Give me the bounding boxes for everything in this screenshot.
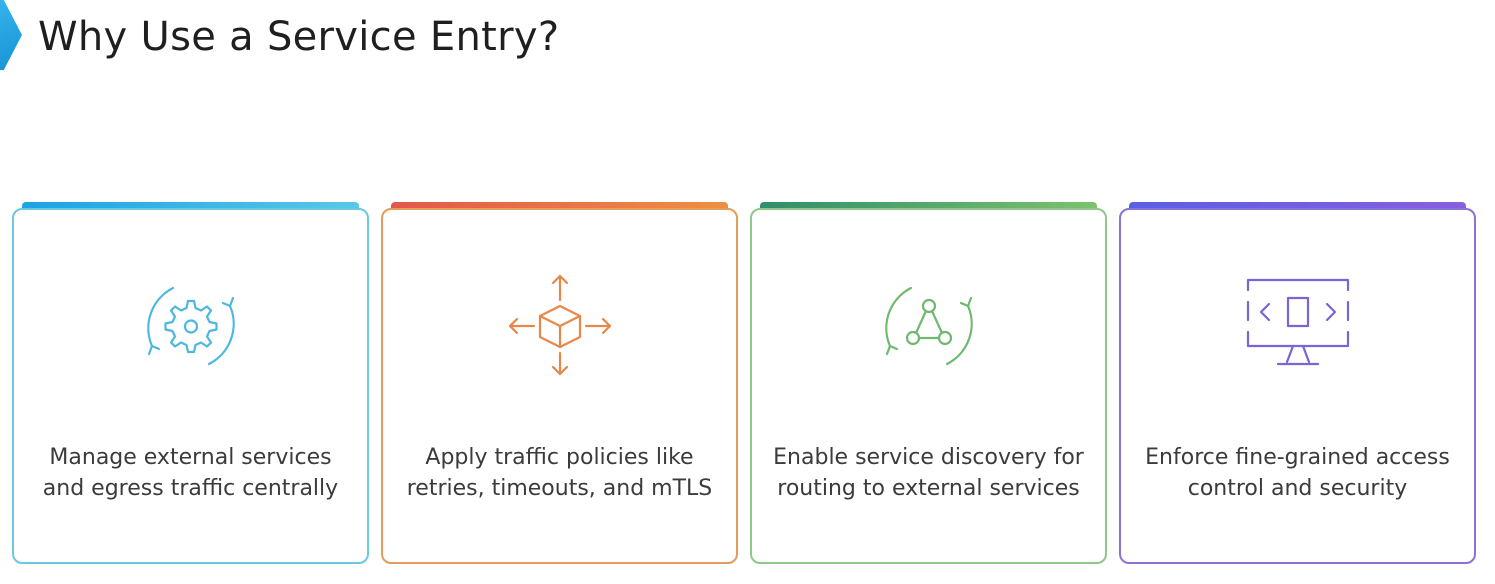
card-description: Manage external services and egress traf… — [28, 442, 353, 504]
card-description-line: Enforce fine-grained access — [1145, 445, 1450, 470]
box-arrows-icon — [500, 266, 620, 386]
card-box: Apply traffic policies like retries, tim… — [381, 208, 738, 564]
card-description: Apply traffic policies like retries, tim… — [397, 442, 722, 504]
card-box: Manage external services and egress traf… — [12, 208, 369, 564]
card-accent-bar — [22, 202, 359, 208]
card-description-line: retries, timeouts, and mTLS — [406, 476, 713, 501]
card-accent-bar — [760, 202, 1097, 208]
card-box: Enable service discovery for routing to … — [750, 208, 1107, 564]
card-description-line: and egress traffic centrally — [42, 476, 339, 501]
card-box: Enforce fine-grained access control and … — [1119, 208, 1476, 564]
card-description-line: routing to external services — [777, 476, 1080, 501]
card-enable-service-discovery: Enable service discovery for routing to … — [750, 202, 1107, 564]
card-description: Enable service discovery for routing to … — [766, 442, 1091, 504]
card-accent-bar — [391, 202, 728, 208]
card-description-line: Apply traffic policies like — [425, 445, 694, 470]
monitor-code-icon — [1238, 266, 1358, 386]
gear-cycle-icon — [131, 266, 251, 386]
card-accent-bar — [1129, 202, 1466, 208]
card-description-line: control and security — [1187, 476, 1408, 501]
card-enforce-access-control: Enforce fine-grained access control and … — [1119, 202, 1476, 564]
corner-accent — [0, 0, 22, 70]
network-cycle-icon — [869, 266, 989, 386]
card-manage-external-services: Manage external services and egress traf… — [12, 202, 369, 564]
card-description-line: Enable service discovery for — [773, 445, 1084, 470]
card-description: Enforce fine-grained access control and … — [1135, 442, 1460, 504]
page-title: Why Use a Service Entry? — [38, 14, 560, 60]
card-description-line: Manage external services — [49, 445, 332, 470]
card-apply-traffic-policies: Apply traffic policies like retries, tim… — [381, 202, 738, 564]
